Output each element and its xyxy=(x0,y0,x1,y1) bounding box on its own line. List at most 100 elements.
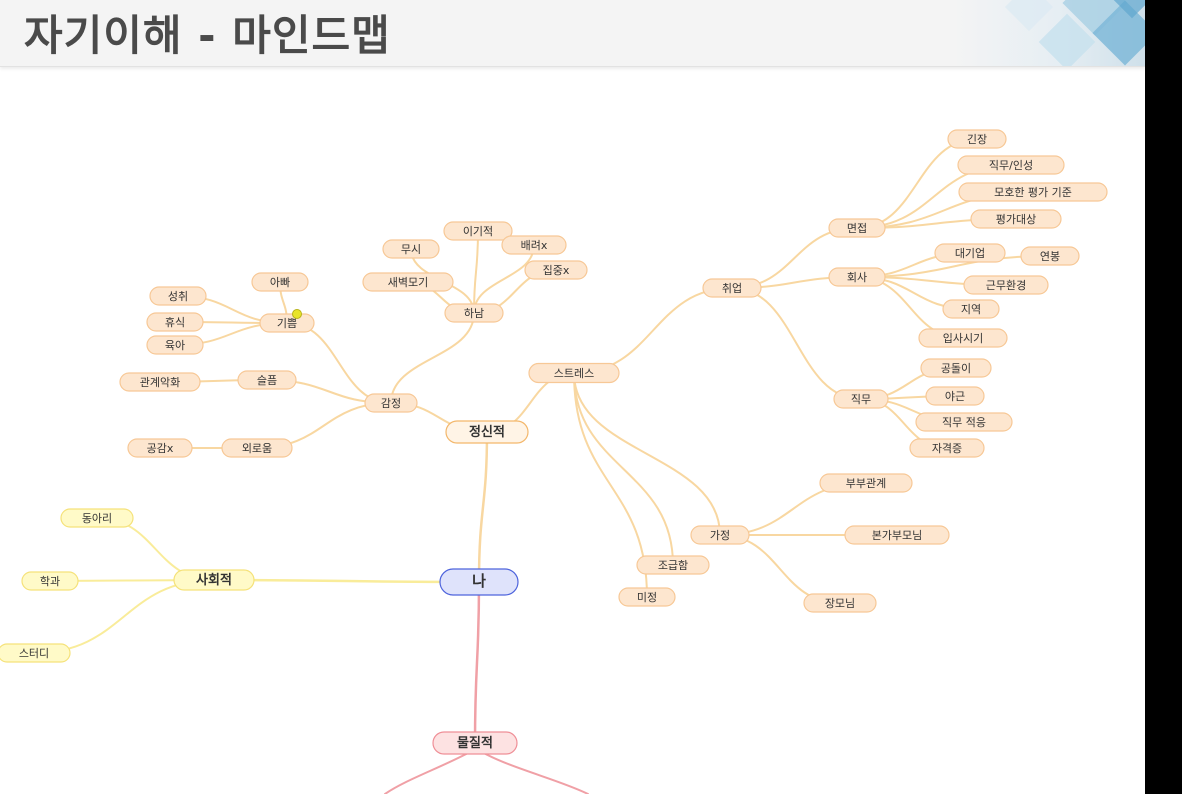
node-label: 근무환경 xyxy=(986,279,1026,292)
edge-stress-family xyxy=(573,372,721,536)
node-shape xyxy=(259,313,315,333)
mindmap-node-lonely[interactable]: 외로움 xyxy=(221,438,293,458)
node-label: 새벽모기 xyxy=(388,276,428,289)
mindmap-node-study[interactable]: 스터디 xyxy=(0,643,71,663)
mindmap-node-workenv[interactable]: 근무환경 xyxy=(963,275,1049,295)
mindmap-node-parents[interactable]: 본가부모님 xyxy=(844,525,950,545)
mindmap-node-dad[interactable]: 아빠 xyxy=(251,272,309,292)
mindmap-node-rest[interactable]: 휴식 xyxy=(146,312,204,332)
edge-job-duty xyxy=(731,287,862,400)
mindmap-node-bigcorp[interactable]: 대기업 xyxy=(934,243,1006,263)
mindmap-node-club[interactable]: 동아리 xyxy=(60,508,134,528)
node-shape xyxy=(934,243,1006,263)
node-shape xyxy=(221,438,293,458)
mindmap-node-couple[interactable]: 부부관계 xyxy=(819,473,913,493)
mindmap-node-hanam[interactable]: 하남 xyxy=(444,303,504,323)
mindmap-node-stress[interactable]: 스트레스 xyxy=(528,362,620,384)
edge-me-material xyxy=(473,580,481,745)
edge-family-inlaws xyxy=(719,534,841,604)
mindmap-node-night[interactable]: 야근 xyxy=(925,386,985,406)
mindmap-node-job[interactable]: 취업 xyxy=(702,278,762,298)
edge-social-study xyxy=(33,579,215,654)
mindmap-node-achieve[interactable]: 성취 xyxy=(149,286,207,306)
mindmap-node-duty_personality[interactable]: 직무/인성 xyxy=(957,155,1065,175)
node-shape xyxy=(925,386,985,406)
node-label: 직무/인성 xyxy=(989,159,1033,172)
mindmap-node-emotion[interactable]: 감정 xyxy=(364,393,418,413)
mindmap-node-sad[interactable]: 슬픔 xyxy=(237,370,297,390)
edge-material-branch-left xyxy=(384,751,471,794)
mindmap-node-dawn[interactable]: 새벽모기 xyxy=(362,272,454,292)
node-shape xyxy=(382,239,440,259)
edge-stress-hurry xyxy=(573,372,674,566)
node-shape xyxy=(1020,246,1080,266)
node-shape xyxy=(828,218,886,238)
node-shape xyxy=(942,299,1000,319)
mindmap-node-social[interactable]: 사회적 xyxy=(173,569,255,591)
node-shape xyxy=(251,272,309,292)
node-label: 취업 xyxy=(722,282,742,295)
node-label: 동아리 xyxy=(82,512,112,525)
mindmap-node-hiretime[interactable]: 입사시기 xyxy=(918,328,1008,348)
edge-hanam-consider xyxy=(473,244,535,314)
mindmap-node-ignore[interactable]: 무시 xyxy=(382,239,440,259)
mindmap-node-family[interactable]: 가정 xyxy=(690,525,750,545)
node-label: 장모님 xyxy=(825,597,855,610)
node-shape xyxy=(963,275,1049,295)
mindmap-node-relworse[interactable]: 관계악화 xyxy=(119,372,201,392)
mindmap-node-duty[interactable]: 직무 xyxy=(833,389,889,409)
mindmap-node-cert[interactable]: 자격증 xyxy=(909,438,985,458)
mindmap-node-major[interactable]: 학과 xyxy=(21,571,79,591)
edge-me-social xyxy=(212,578,481,584)
node-shape xyxy=(947,129,1007,149)
decorative-cubes-graphic xyxy=(952,0,1145,66)
mindmap-node-undecided[interactable]: 미정 xyxy=(618,587,676,607)
mindmap-node-region[interactable]: 지역 xyxy=(942,299,1000,319)
node-label: 모호한 평가 기준 xyxy=(994,186,1072,199)
node-label: 가정 xyxy=(710,529,730,542)
mindmap-node-vague[interactable]: 모호한 평가 기준 xyxy=(958,182,1108,202)
node-shape xyxy=(690,525,750,545)
node-shape xyxy=(957,155,1065,175)
mindmap-node-hurry[interactable]: 조급함 xyxy=(636,555,710,575)
mindmap-node-focus[interactable]: 집중x xyxy=(524,260,588,280)
mindmap-node-salary[interactable]: 연봉 xyxy=(1020,246,1080,266)
mindmap-node-childcare[interactable]: 육아 xyxy=(146,335,204,355)
node-shape xyxy=(173,569,255,591)
node-label: 하남 xyxy=(464,306,484,320)
node-label: 슬픔 xyxy=(257,374,277,387)
node-shape xyxy=(970,209,1062,229)
mindmap-node-adapt[interactable]: 직무 적응 xyxy=(915,412,1013,432)
mindmap-node-material[interactable]: 물질적 xyxy=(432,731,518,755)
mindmap-node-pubsvc[interactable]: 공돌이 xyxy=(920,358,992,378)
node-shape xyxy=(524,260,588,280)
mindmap-node-me[interactable]: 나 xyxy=(439,568,519,596)
mindmap-node-interview[interactable]: 면접 xyxy=(828,218,886,238)
node-shape xyxy=(444,303,504,323)
mindmap-node-consider[interactable]: 배려x xyxy=(501,235,567,255)
mindmap-node-nervous[interactable]: 긴장 xyxy=(947,129,1007,149)
node-shape xyxy=(828,267,886,287)
mindmap-node-company[interactable]: 회사 xyxy=(828,267,886,287)
mindmap-node-empathy[interactable]: 공감x xyxy=(127,438,193,458)
node-shape xyxy=(618,587,676,607)
node-shape xyxy=(443,221,513,241)
mindmap-node-target[interactable]: 평가대상 xyxy=(970,209,1062,229)
node-shape xyxy=(0,643,71,663)
mindmap-node-inlaws[interactable]: 장모님 xyxy=(803,593,877,613)
title-bar: 자기이해 - 마인드맵 xyxy=(0,0,1145,67)
node-label: 아빠 xyxy=(270,276,290,289)
mindmap-node-joy[interactable]: 기쁨 xyxy=(259,313,315,333)
node-shape xyxy=(958,182,1108,202)
mindmap-node-mental[interactable]: 정신적 xyxy=(445,420,529,444)
node-label: 공돌이 xyxy=(941,362,971,375)
node-label: 자격증 xyxy=(932,442,962,455)
node-shape xyxy=(819,473,913,493)
node-label: 야근 xyxy=(945,390,965,403)
node-shape xyxy=(364,393,418,413)
edge-material-branch-right xyxy=(481,751,589,794)
mindmap-node-selfish[interactable]: 이기적 xyxy=(443,221,513,241)
node-shape xyxy=(702,278,762,298)
node-shape xyxy=(636,555,710,575)
